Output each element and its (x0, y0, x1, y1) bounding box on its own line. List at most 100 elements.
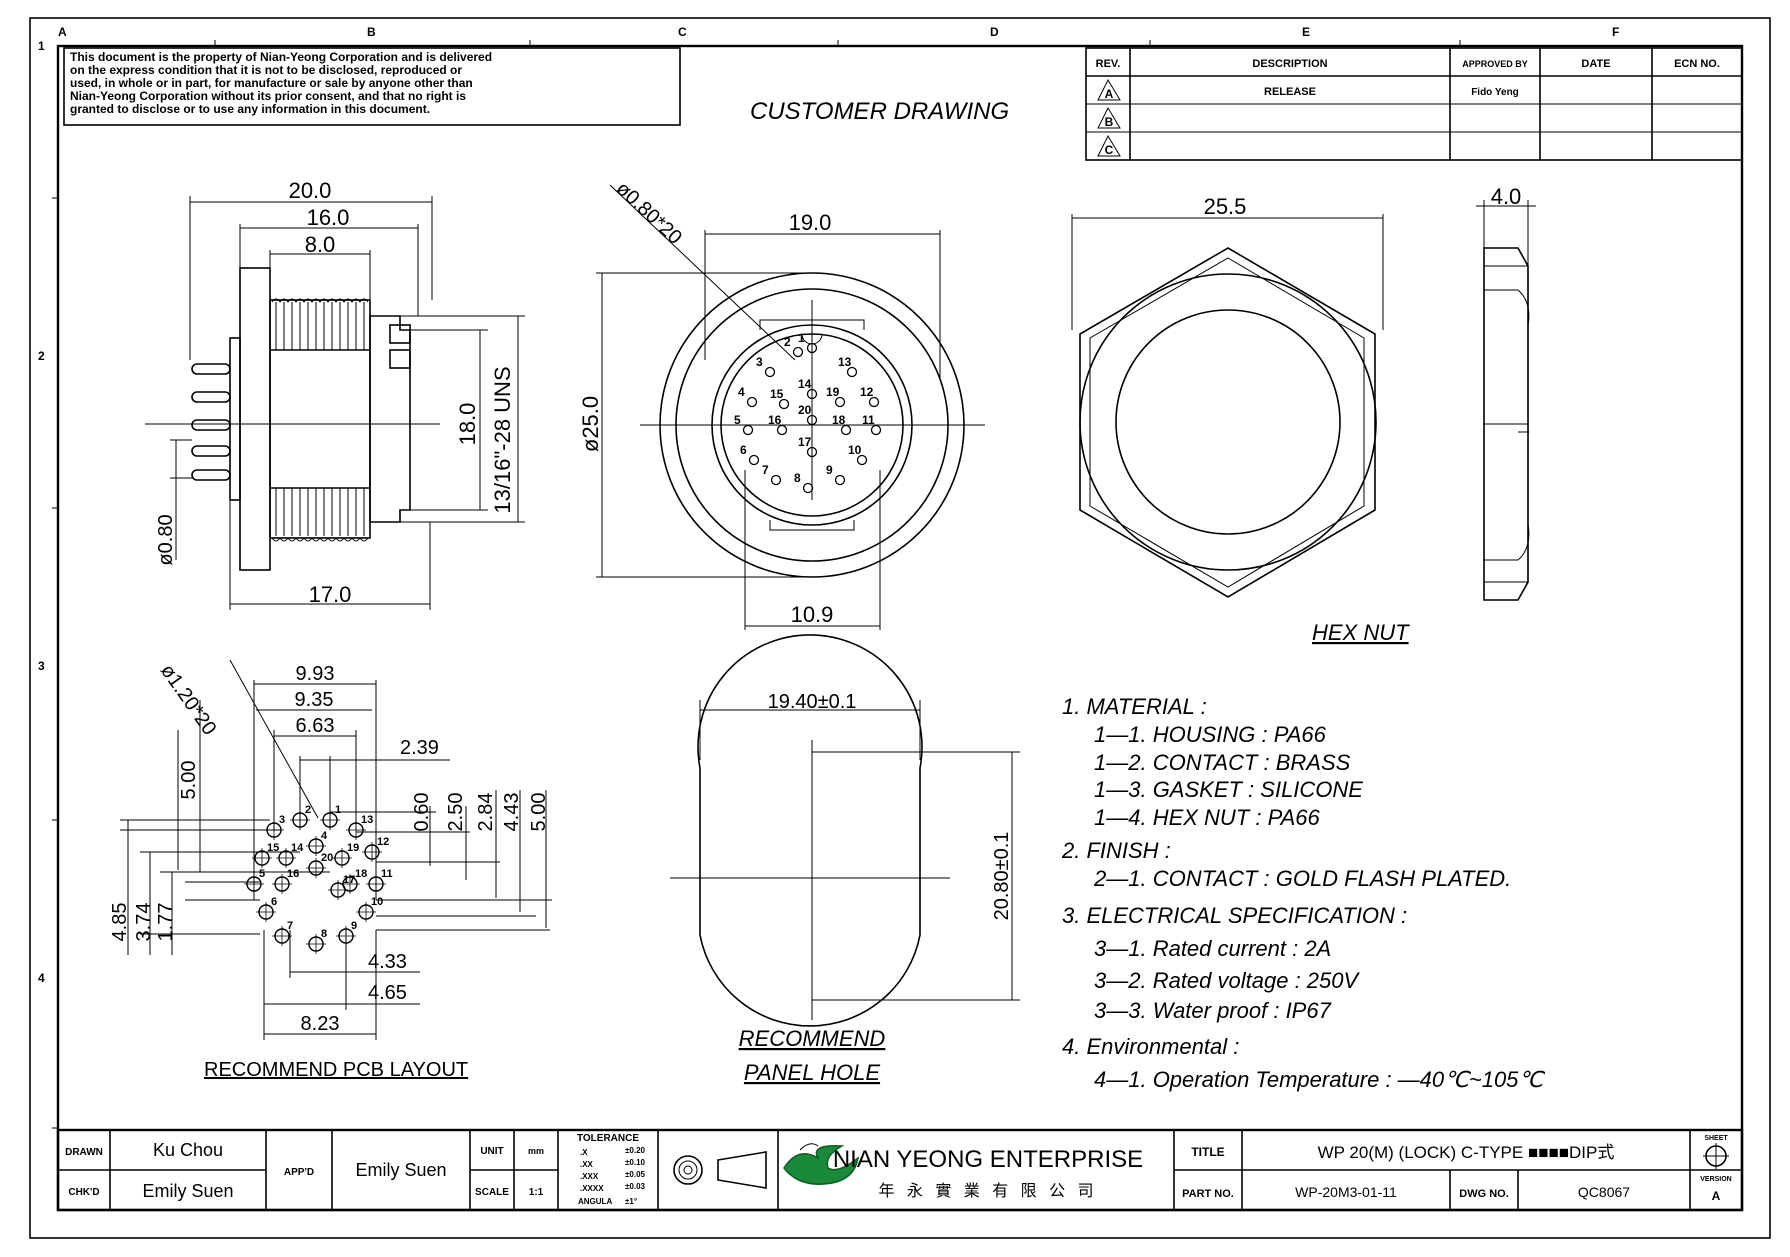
panel-hole-view: 19.40±0.1 20.80±0.1 RECOMMEND PANEL HOLE (670, 634, 1020, 1085)
contact-pin-label: 12 (860, 385, 874, 399)
pcb-hole-label: 10 (371, 896, 383, 908)
version-label: VERSION (1700, 1176, 1732, 1183)
notice-line: Nian-Yeong Corporation without its prior… (70, 89, 466, 103)
dim-pcb-5-00-right: 5.00 (528, 793, 550, 832)
contact-pin-label: 11 (862, 413, 875, 427)
hex-nut-label: HEX NUT (1312, 620, 1410, 645)
dim-17-0: 17.0 (309, 582, 352, 607)
contact-pin-label: 4 (738, 385, 745, 399)
title-block: DRAWN Ku Chou CHK'D Emily Suen APP'D Emi… (56, 1128, 1744, 1212)
contact-pin (834, 396, 846, 408)
dim-4-65: 4.65 (368, 982, 407, 1004)
dim-pcb-hole: ø1.20*20 (156, 660, 221, 739)
contact-pin (764, 366, 776, 378)
rev-triangle-icon (1097, 106, 1121, 129)
pcb-hole-label: 18 (355, 868, 367, 880)
dim-4-43: 4.43 (501, 793, 523, 832)
side-view: 20.0 16.0 8.0 18.0 13/16"-28 UNS ø0.80 1… (145, 178, 525, 610)
rev-b: B (1105, 115, 1114, 129)
approved-label: APP'D (284, 1167, 314, 1178)
row-2: 2 (38, 349, 45, 363)
thread-top (271, 298, 369, 350)
pcb-hole-label: 2 (305, 804, 311, 816)
pcb-hole-label: 7 (287, 920, 293, 932)
contact-pin-label: 13 (838, 355, 852, 369)
tolerance-key: .X (580, 1148, 588, 1157)
unit-value: mm (528, 1146, 544, 1156)
rev-c: C (1105, 143, 1114, 157)
thread-bottom (271, 488, 369, 542)
dim-19-40: 19.40±0.1 (768, 691, 857, 713)
spec-line: 1—3. GASKET : SILICONE (1094, 777, 1363, 802)
col-f: F (1612, 25, 1619, 39)
pcb-hole-label: 19 (347, 842, 359, 854)
col-e: E (1302, 25, 1310, 39)
contact-pin (856, 454, 868, 466)
contact-pin (778, 398, 790, 410)
contact-pin-label: 10 (848, 443, 862, 457)
contact-pin-label: 3 (756, 355, 763, 369)
front-view: 19.0 ø25.0 10.9 ø0.80*20 (578, 178, 985, 630)
contact-pin (846, 366, 858, 378)
dim-19-0: 19.0 (789, 210, 832, 235)
drawn-label: DRAWN (65, 1147, 103, 1158)
contact-pin-label: 1 (798, 331, 805, 345)
part-number: WP-20M3-01-11 (1295, 1184, 1397, 1200)
contact-pin (770, 474, 782, 486)
rev-a: A (1105, 87, 1114, 101)
checked-by: Emily Suen (142, 1181, 233, 1201)
dim-thread-spec: 13/16"-28 UNS (490, 366, 515, 513)
dim-4-85: 4.85 (109, 903, 131, 942)
panel-hole-label-1: RECOMMEND (739, 1026, 886, 1051)
tolerance-key: .XXXX (580, 1184, 604, 1193)
tolerance-value: ±0.10 (625, 1158, 646, 1167)
tolerance-value: ±0.20 (625, 1146, 646, 1155)
contact-pin-label: 6 (740, 443, 747, 457)
spec-line: 3—2. Rated voltage : 250V (1094, 968, 1360, 993)
rev-header: REV. (1096, 58, 1121, 70)
contact-pin (806, 414, 818, 426)
version-value: A (1712, 1189, 1721, 1203)
contact-pin-label: 16 (768, 413, 782, 427)
dim-4-33: 4.33 (368, 951, 407, 973)
hex-nut-view: 25.5 4.0 HEX NUT (1071, 184, 1536, 645)
unit-label: UNIT (480, 1146, 503, 1157)
notice-line: This document is the property of Nian-Ye… (70, 50, 492, 64)
pcb-hole-label: 9 (351, 920, 357, 932)
pcb-hole-label: 1 (335, 804, 341, 816)
spec-line: 3. ELECTRICAL SPECIFICATION : (1062, 903, 1407, 928)
rev-triangle-icon (1097, 78, 1121, 101)
pcb-hole-label: 14 (291, 842, 304, 854)
sheet-symbol-icon (1703, 1143, 1729, 1169)
dim-9-93: 9.93 (296, 663, 335, 685)
part-title: WP 20(M) (LOCK) C-TYPE ■■■■DIP式 (1318, 1143, 1615, 1162)
contact-pin-label: 8 (794, 471, 801, 485)
tolerance-label: TOLERANCE (577, 1133, 639, 1144)
notice-line: used, in whole or in part, for manufactu… (70, 76, 473, 90)
col-c: C (678, 25, 687, 39)
spec-line: 1. MATERIAL : (1062, 694, 1207, 719)
contact-pin-label: 2 (784, 335, 791, 349)
tolerance-value: ±0.03 (625, 1182, 646, 1191)
dim-0-60: 0.60 (411, 793, 433, 832)
dim-pin-diameter: ø0.80 (155, 514, 177, 565)
spec-line: 2—1. CONTACT : GOLD FLASH PLATED. (1093, 866, 1511, 891)
ownership-notice: This document is the property of Nian-Ye… (63, 47, 681, 126)
contact-pin-label: 17 (798, 435, 812, 449)
drawing-title: CUSTOMER DRAWING (750, 98, 1009, 125)
sheet-label: SHEET (1704, 1135, 1728, 1142)
tolerance-value: ±0.05 (625, 1170, 646, 1179)
pcb-hole-label: 12 (377, 836, 389, 848)
contact-pin (806, 388, 818, 400)
border-zone-rows: 1 2 3 4 (38, 39, 58, 1129)
spec-line: 3—3. Water proof : IP67 (1094, 998, 1332, 1023)
scale-value: 1:1 (529, 1187, 544, 1198)
tolerance-key: ANGULA (578, 1197, 612, 1206)
pcb-hole-label: 20 (321, 852, 333, 864)
contact-pin (868, 396, 880, 408)
dim-8-0: 8.0 (305, 232, 336, 257)
pcb-hole-label: 13 (361, 814, 373, 826)
